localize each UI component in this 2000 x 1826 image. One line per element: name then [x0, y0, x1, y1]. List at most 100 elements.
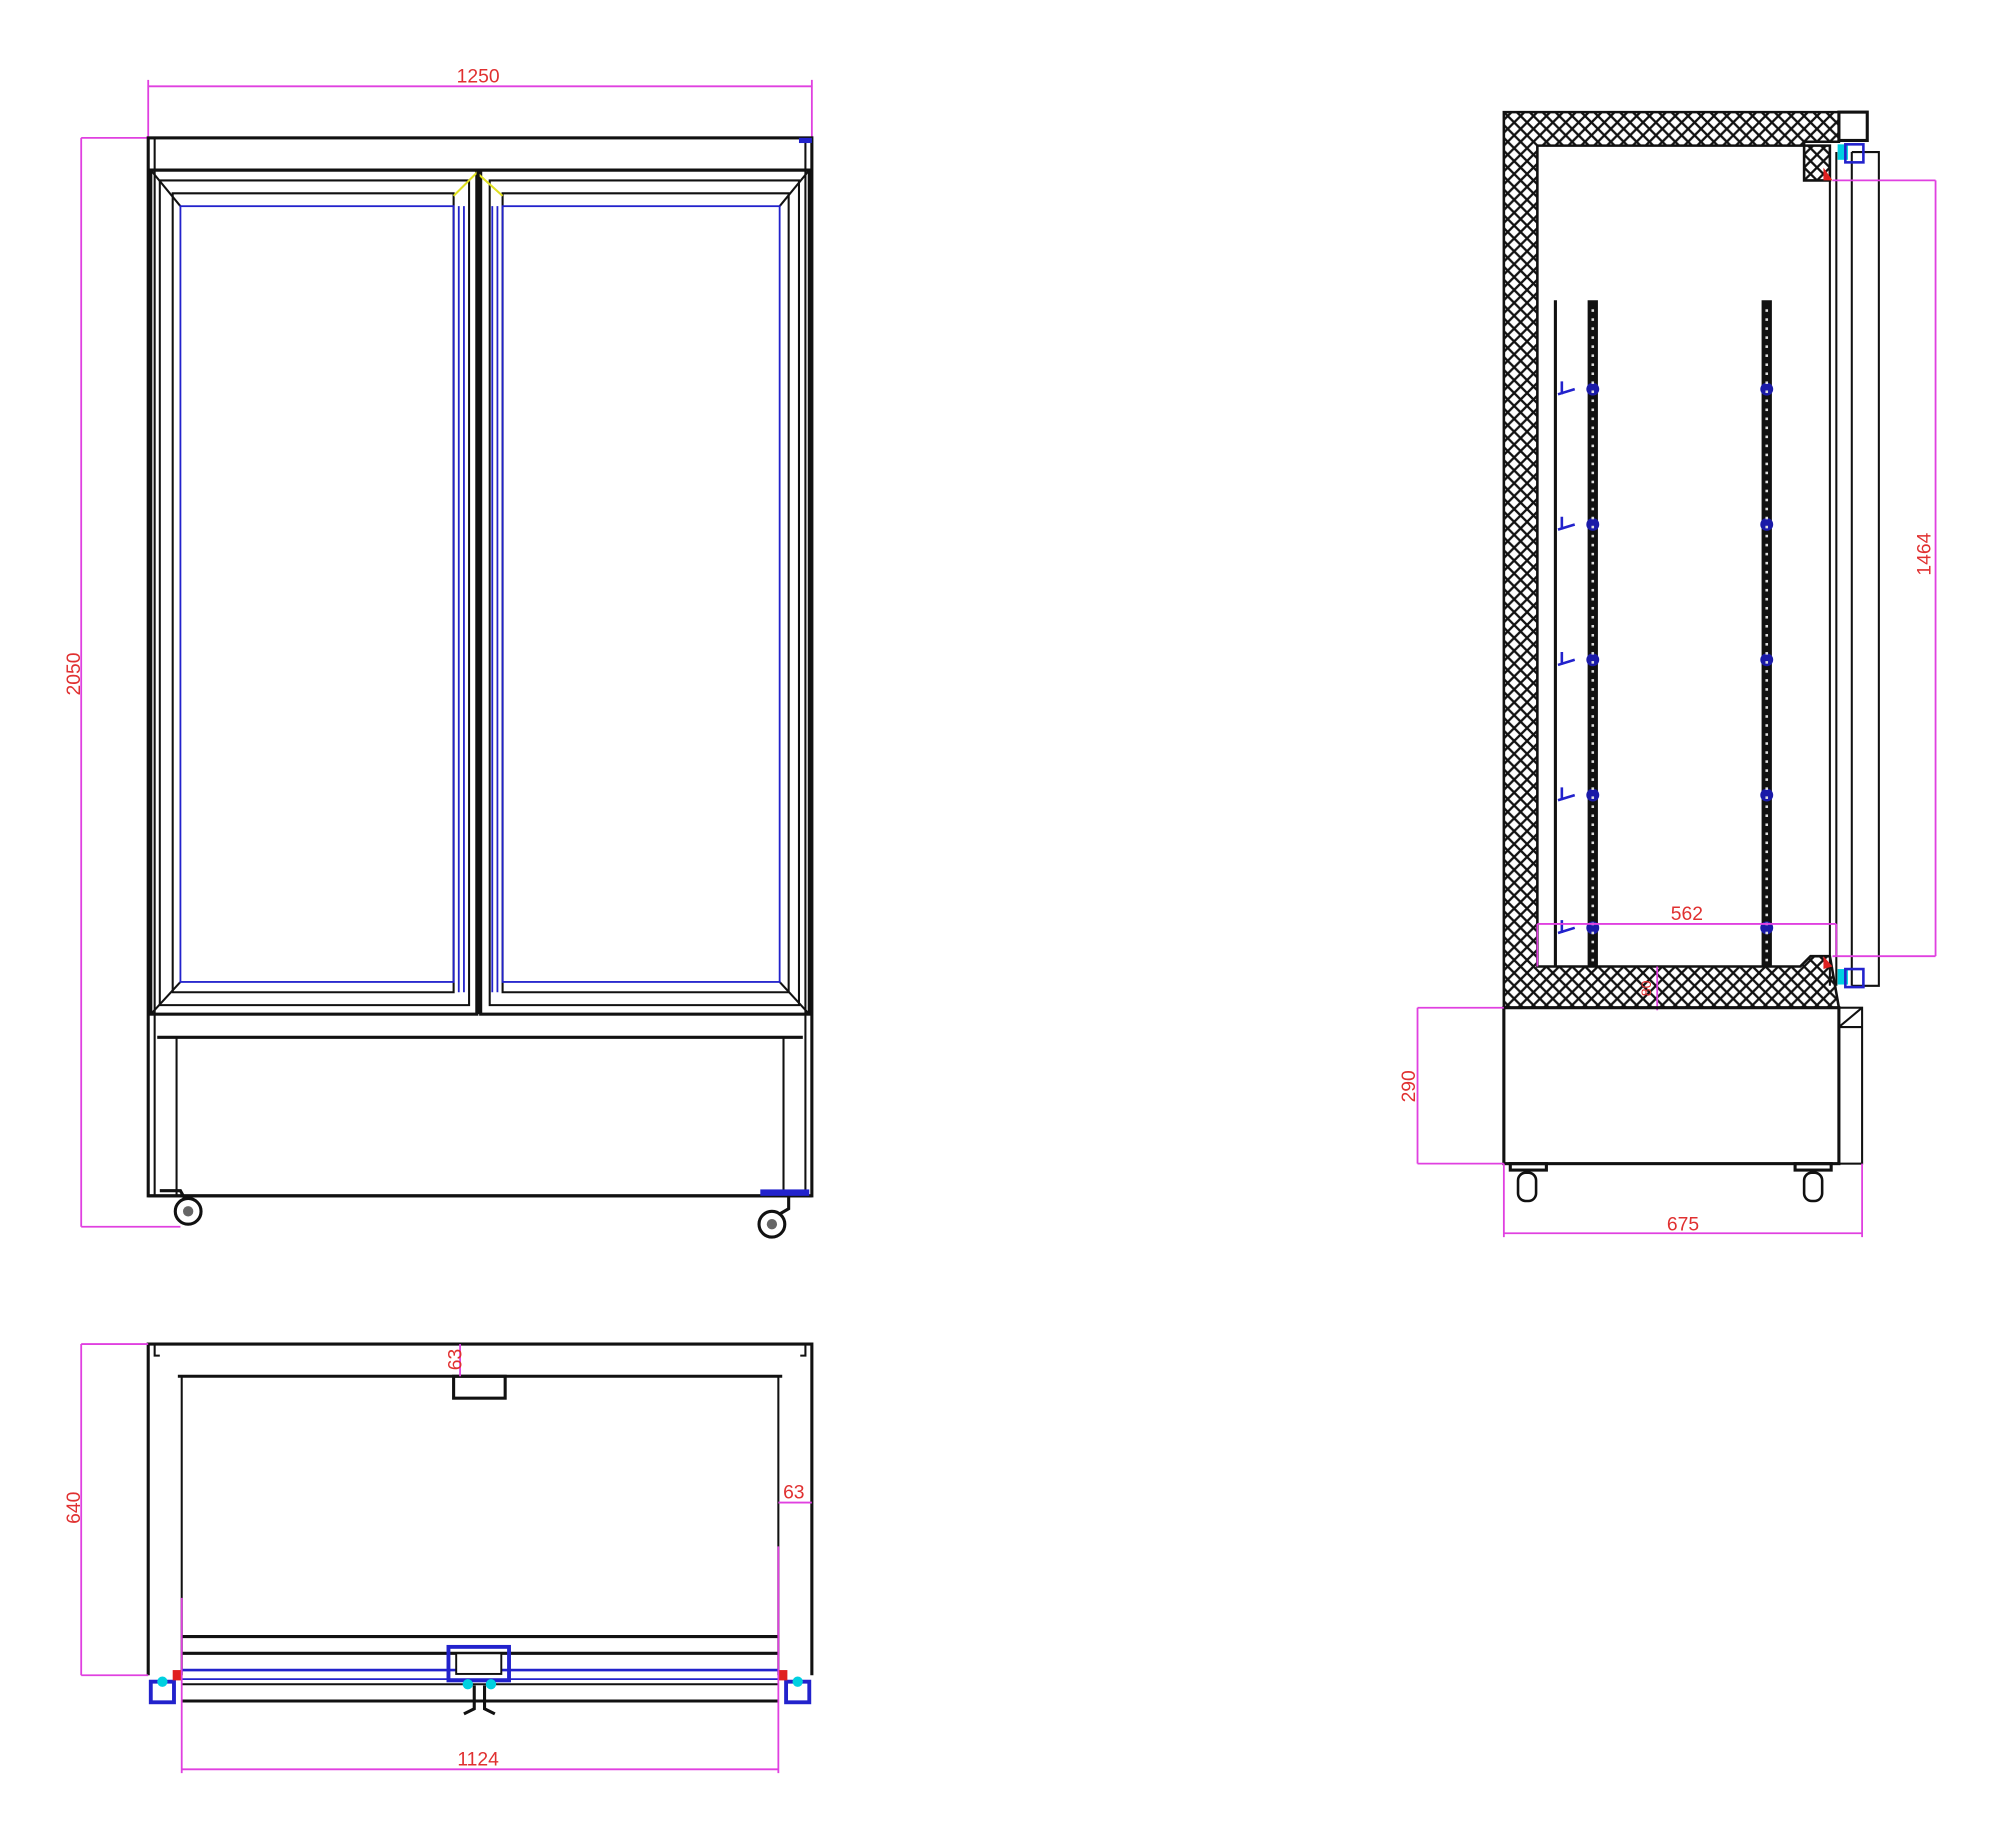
- rack-slot: [1765, 724, 1769, 727]
- rack-slot: [1591, 670, 1595, 673]
- rack-slot: [1765, 823, 1769, 827]
- shelf-clip: [1557, 920, 1576, 935]
- top-cap: [1837, 110, 1869, 143]
- dimension-top-insulation-63: 63: [445, 1344, 466, 1377]
- rack-slot: [1765, 652, 1769, 655]
- rack-slot: [1765, 579, 1769, 583]
- caster-front: [1793, 1162, 1833, 1203]
- rack-slot: [1591, 516, 1595, 520]
- rack-slot: [1765, 670, 1769, 673]
- rack-slot: [1765, 336, 1769, 339]
- rack-slot: [1591, 949, 1595, 953]
- rack-slot: [1591, 742, 1595, 745]
- rack-slot: [1765, 408, 1769, 412]
- rack-slot: [1591, 624, 1595, 628]
- rack-slot: [1765, 417, 1769, 421]
- rack-slot: [1765, 679, 1769, 682]
- rack-slot: [1591, 597, 1595, 601]
- rack-slot: [1765, 769, 1769, 772]
- rack-slot: [1765, 516, 1769, 520]
- rack-slot: [1765, 597, 1769, 601]
- rack-slot: [1591, 688, 1595, 691]
- shelf-support-peg: [1760, 382, 1774, 396]
- rack-slot: [1765, 435, 1769, 439]
- side-door: [1823, 143, 1880, 989]
- rack-slot: [1765, 733, 1769, 736]
- shelf-support-peg: [1586, 653, 1600, 667]
- rack-slot: [1591, 850, 1595, 854]
- rack-slot: [1765, 742, 1769, 745]
- rack-slot: [1591, 958, 1595, 962]
- shelf-support-peg: [1586, 382, 1600, 396]
- rack-slot: [1765, 390, 1769, 394]
- rack-slot: [1765, 345, 1769, 348]
- rack-slot: [1765, 453, 1769, 457]
- rack-slot: [1591, 778, 1595, 781]
- dimension-label: 2050: [64, 652, 85, 695]
- rack-slot: [1591, 489, 1595, 493]
- rack-slot: [1591, 525, 1595, 529]
- rack-slot: [1591, 904, 1595, 908]
- rack-slot: [1591, 796, 1595, 799]
- rack-slot: [1591, 570, 1595, 574]
- rack-slot: [1765, 327, 1769, 330]
- rack-slot: [1765, 534, 1769, 538]
- rack-slot: [1765, 498, 1769, 502]
- rack-slot: [1765, 615, 1769, 619]
- rack-slot: [1591, 643, 1595, 646]
- dimension-interior-562: 562: [1536, 904, 1838, 967]
- rack-slot: [1765, 381, 1769, 385]
- dimension-depth-675: 675: [1502, 1163, 1864, 1238]
- shelf-support-peg: [1586, 518, 1600, 531]
- rack-slot: [1591, 931, 1595, 935]
- rack-slot: [1591, 318, 1595, 321]
- rack-slot: [1591, 724, 1595, 727]
- dimension-width-1250: 1250: [147, 66, 813, 168]
- side-base: [1502, 1006, 1864, 1166]
- shelf-clip: [1557, 787, 1576, 802]
- rack-slot: [1765, 805, 1769, 808]
- rack-slot: [1765, 480, 1769, 484]
- rack-slot: [1591, 814, 1595, 817]
- rack-slot: [1591, 480, 1595, 484]
- rack-slot: [1765, 507, 1769, 511]
- dimension-label: 1250: [457, 66, 500, 87]
- shelf-clip: [1557, 381, 1576, 396]
- rack-slot: [1591, 615, 1595, 619]
- rack-slot: [1765, 913, 1769, 917]
- rack-slot: [1591, 462, 1595, 466]
- rack-slot: [1591, 733, 1595, 736]
- dimension-label: 675: [1667, 1215, 1699, 1236]
- rack-slot: [1765, 706, 1769, 709]
- rack-slot: [1765, 634, 1769, 637]
- dimension-side-insulation-63: 63: [778, 1483, 812, 1504]
- rack-slot: [1591, 697, 1595, 700]
- rack-slot: [1765, 561, 1769, 565]
- rack-slot: [1591, 715, 1595, 718]
- insulation-walls: [1502, 110, 1841, 1010]
- rack-slot: [1765, 525, 1769, 529]
- rack-slot: [1765, 661, 1769, 664]
- rack-slot: [1765, 895, 1769, 899]
- rack-slot: [1765, 372, 1769, 375]
- rack-slot: [1765, 697, 1769, 700]
- rack-slot: [1591, 399, 1595, 403]
- dimension-label: 562: [1671, 904, 1703, 925]
- rack-slot: [1765, 399, 1769, 403]
- top-section-view: 63 63 640 1124: [64, 1342, 814, 1774]
- rack-slot: [1591, 877, 1595, 881]
- rack-slot: [1591, 940, 1595, 944]
- rack-slot: [1765, 426, 1769, 430]
- dimension-depth-640: 640: [64, 1343, 149, 1677]
- rack-slot: [1765, 958, 1769, 962]
- rack-slot: [1591, 588, 1595, 592]
- rack-slot: [1765, 841, 1769, 845]
- dimension-inner-width-1124: 1124: [180, 1546, 780, 1774]
- rack-slot: [1591, 552, 1595, 556]
- rack-slot: [1591, 913, 1595, 917]
- rack-slot: [1591, 769, 1595, 772]
- rack-slot: [1765, 787, 1769, 790]
- rack-slot: [1765, 940, 1769, 944]
- dimension-label: 63: [783, 1483, 804, 1504]
- rack-slot: [1591, 363, 1595, 366]
